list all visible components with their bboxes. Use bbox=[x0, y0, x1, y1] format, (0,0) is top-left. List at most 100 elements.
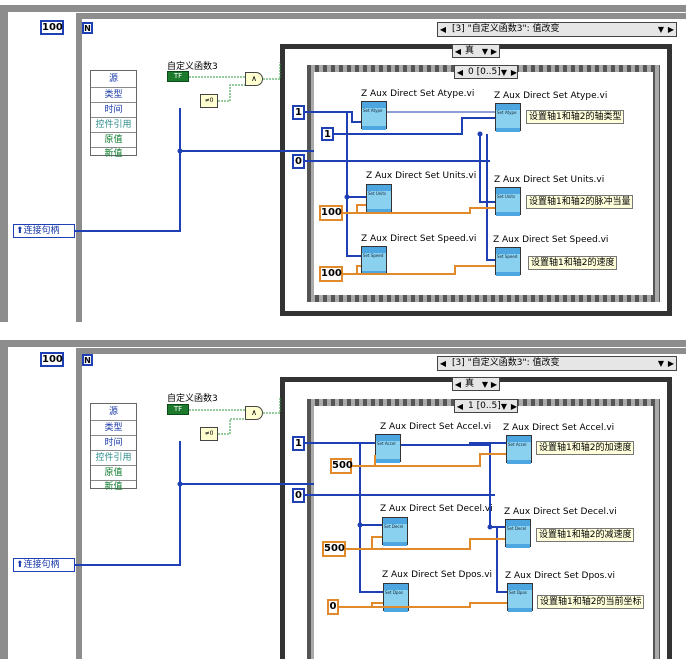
loop-n-terminal[interactable]: N bbox=[82, 354, 93, 366]
units-vi-icon[interactable]: Set Units bbox=[495, 187, 521, 216]
event-data-item: 源 bbox=[91, 71, 136, 88]
units-wire bbox=[343, 204, 366, 214]
frame-menu-icon[interactable]: ▼ bbox=[500, 402, 508, 411]
case-menu-icon[interactable]: ▼ bbox=[481, 47, 489, 56]
event-data-item: 控件引用 bbox=[91, 118, 136, 133]
speed-constant[interactable]: 100 bbox=[319, 266, 343, 282]
connection-handle-terminal[interactable]: ⬆连接句柄 bbox=[13, 224, 75, 238]
next-frame-icon[interactable]: ▶ bbox=[510, 402, 518, 411]
event-data-node[interactable]: 源 类型 时间 控件引用 原值 新值 bbox=[90, 403, 137, 492]
loop-count-constant[interactable]: 100 bbox=[40, 20, 64, 35]
event-data-item: 源 bbox=[91, 404, 136, 421]
accel-vi-icon[interactable]: Set Accel bbox=[375, 434, 401, 463]
prev-case-arrow-icon[interactable]: ◀ bbox=[439, 359, 447, 368]
frame-menu-icon[interactable]: ▼ bbox=[500, 68, 508, 77]
decel-constant[interactable]: 500 bbox=[322, 541, 346, 557]
event-data-item: 控件引用 bbox=[91, 451, 136, 466]
bool-wire bbox=[218, 84, 245, 102]
handle-wire bbox=[75, 150, 314, 232]
case-menu-icon[interactable]: ▼ bbox=[481, 380, 489, 389]
next-frame-icon[interactable]: ▶ bbox=[510, 68, 518, 77]
case-true-label: 真 bbox=[465, 46, 475, 56]
speed-wire bbox=[343, 265, 361, 275]
next-case-arrow-icon[interactable]: ▶ bbox=[667, 25, 675, 34]
units-constant[interactable]: 100 bbox=[319, 205, 343, 221]
next-case-arrow-icon[interactable]: ▶ bbox=[667, 359, 675, 368]
axis-wire bbox=[305, 111, 361, 123]
dpos-constant[interactable]: 0 bbox=[327, 599, 339, 615]
next-case-icon[interactable]: ▶ bbox=[490, 380, 498, 389]
decel-vi-icon[interactable]: Set Decel bbox=[505, 519, 531, 548]
atype-vi-icon[interactable]: Set Atype bbox=[495, 103, 521, 132]
accel-vi-icon[interactable]: Set Accel bbox=[506, 435, 532, 464]
vi-label: Z Aux Direct Set Atype.vi bbox=[494, 91, 608, 101]
zero-constant[interactable]: 0 bbox=[292, 488, 305, 503]
event-data-item: 时间 bbox=[91, 436, 136, 451]
vi-label: Z Aux Direct Set Decel.vi bbox=[504, 507, 617, 517]
prev-case-arrow-icon[interactable]: ◀ bbox=[439, 25, 447, 34]
connection-handle-label: 连接句柄 bbox=[23, 226, 60, 236]
event-case-selector[interactable]: ◀ [3] "自定义函数3": 值改变 ▼ ▶ bbox=[437, 356, 677, 371]
axis-1-constant[interactable]: 1 bbox=[292, 436, 305, 451]
diagram-panel-2: 100 N ◀ [3] "自定义函数3": 值改变 ▼ ▶ 源 类型 时间 控件… bbox=[0, 337, 686, 659]
loop-n-terminal[interactable]: N bbox=[82, 22, 93, 34]
comment-label: 设置轴1和轴2的减速度 bbox=[536, 528, 635, 542]
case-selector-true[interactable]: ◀ 真 ▼ ▶ bbox=[452, 377, 500, 391]
prev-case-icon[interactable]: ◀ bbox=[454, 47, 462, 56]
case-dropdown-icon[interactable]: ▼ bbox=[657, 25, 665, 34]
event-case-label: [3] "自定义函数3": 值改变 bbox=[452, 358, 560, 368]
decel-wire bbox=[346, 536, 382, 550]
diagram-panel-1: 100 N ◀ [3] "自定义函数3": 值改变 ▼ ▶ 源 类型 时间 控件… bbox=[0, 0, 686, 322]
event-data-item: 类型 bbox=[91, 88, 136, 103]
decel-vi-icon[interactable]: Set Decel bbox=[382, 517, 408, 546]
zero-constant[interactable]: 0 bbox=[292, 154, 305, 169]
accel-constant[interactable]: 500 bbox=[330, 458, 353, 474]
axis-wire-2 bbox=[479, 134, 495, 203]
bool-control-label: 自定义函数3 bbox=[167, 62, 218, 72]
axis-wire-2 bbox=[486, 134, 495, 261]
axis-wire-2 bbox=[470, 444, 505, 528]
sequence-frame-selector[interactable]: ◀ 0 [0..5] ▼ ▶ bbox=[454, 65, 518, 79]
vi-label: Z Aux Direct Set Units.vi bbox=[494, 175, 605, 185]
event-structure-border bbox=[76, 13, 686, 322]
vi-label: Z Aux Direct Set Atype.vi bbox=[361, 89, 475, 99]
handle-wire bbox=[75, 483, 314, 566]
vi-label: Z Aux Direct Set Dpos.vi bbox=[505, 571, 616, 581]
bool-control-terminal[interactable]: TF bbox=[167, 71, 189, 82]
units-vi-icon[interactable]: Set Units bbox=[366, 184, 392, 213]
connection-handle-terminal[interactable]: ⬆连接句柄 bbox=[13, 558, 75, 572]
atype-vi-icon[interactable]: Set Atype bbox=[361, 101, 387, 130]
speed-vi-icon[interactable]: Set Speed bbox=[361, 246, 387, 275]
and-function-icon[interactable]: ∧ bbox=[245, 72, 263, 86]
sequence-frame-selector[interactable]: ◀ 1 [0..5] ▼ ▶ bbox=[454, 399, 518, 413]
event-case-selector[interactable]: ◀ [3] "自定义函数3": 值改变 ▼ ▶ bbox=[437, 22, 677, 37]
prev-case-icon[interactable]: ◀ bbox=[454, 380, 462, 389]
axis-wire bbox=[359, 443, 382, 526]
sequence-frame-label: 0 [0..5] bbox=[468, 67, 501, 77]
not-equal-function-icon[interactable]: ≠0 bbox=[200, 94, 218, 108]
prev-frame-icon[interactable]: ◀ bbox=[456, 68, 464, 77]
dpos-vi-icon[interactable]: Set Dpos bbox=[507, 583, 533, 612]
case-selector-true[interactable]: ◀ 真 ▼ ▶ bbox=[452, 44, 500, 58]
case-dropdown-icon[interactable]: ▼ bbox=[657, 359, 665, 368]
and-function-icon[interactable]: ∧ bbox=[245, 406, 263, 420]
not-equal-function-icon[interactable]: ≠0 bbox=[200, 427, 218, 441]
axis-wire bbox=[346, 112, 366, 198]
next-case-icon[interactable]: ▶ bbox=[490, 47, 498, 56]
event-data-node[interactable]: 源 类型 时间 控件引用 原值 新值 bbox=[90, 70, 137, 159]
loop-count-constant[interactable]: 100 bbox=[40, 352, 64, 367]
event-data-item: 新值 bbox=[104, 482, 123, 492]
accel-wire bbox=[352, 455, 376, 467]
comment-label: 设置轴1和轴2的脉冲当量 bbox=[526, 195, 634, 209]
axis-wire bbox=[359, 525, 383, 593]
wire-layer bbox=[75, 62, 495, 275]
bool-control-terminal[interactable]: TF bbox=[167, 404, 189, 415]
speed-vi-icon[interactable]: Set Speed bbox=[495, 247, 521, 276]
prev-frame-icon[interactable]: ◀ bbox=[456, 402, 464, 411]
event-structure-border bbox=[76, 348, 686, 659]
event-data-item: 时间 bbox=[91, 103, 136, 118]
decel-wire bbox=[372, 538, 505, 550]
bool-wire bbox=[263, 62, 281, 80]
axis-1-constant[interactable]: 1 bbox=[292, 105, 305, 120]
axis-2-constant[interactable]: 1 bbox=[321, 127, 334, 141]
